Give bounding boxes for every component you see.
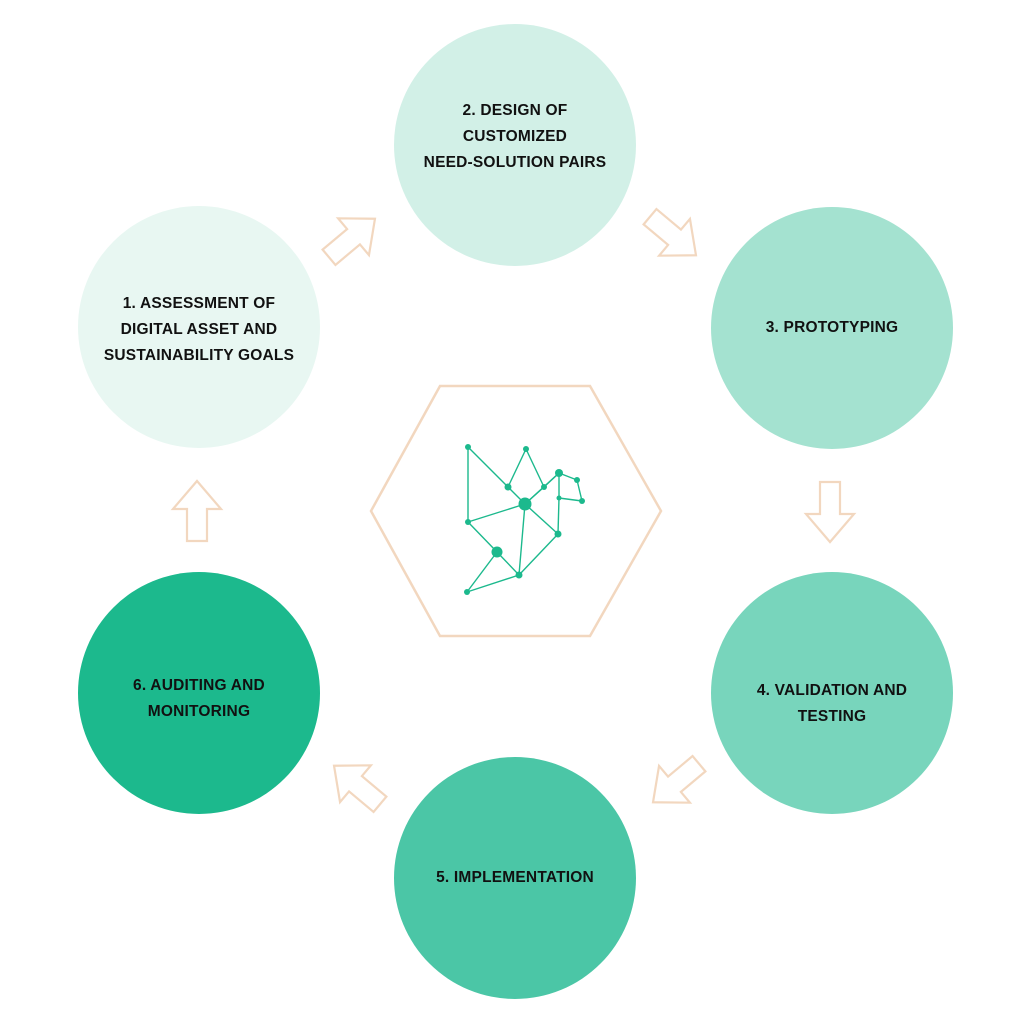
stage-5-label-line: 5. IMPLEMENTATION — [436, 869, 594, 886]
arrow-4-to-5-block-arrow-icon — [651, 754, 707, 804]
stage-3-label: 3. PROTOTYPING — [766, 315, 899, 341]
stage-1-label-line: 1. ASSESSMENT OF — [122, 295, 276, 312]
stage-6-label: 6. AUDITING AND MONITORING — [133, 673, 265, 725]
stage-4-circle: 4. VALIDATION AND TESTING — [711, 572, 953, 814]
stage-5-label: 5. IMPLEMENTATION — [436, 865, 594, 891]
stage-1-circle: 1. ASSESSMENT OF DIGITAL ASSET AND SUSTA… — [78, 206, 320, 448]
stage-2-label: 2. DESIGN OF CUSTOMIZED NEED-SOLUTION PA… — [424, 98, 607, 176]
stage-1-label-line: DIGITAL ASSET AND — [120, 321, 278, 338]
stage-2-label-line: CUSTOMIZED — [462, 128, 568, 145]
stage-2-circle: 2. DESIGN OF CUSTOMIZED NEED-SOLUTION PA… — [394, 24, 636, 266]
arrow-1-to-2-block-arrow-icon — [321, 217, 377, 267]
arrow-3-to-4-block-arrow-icon — [803, 480, 857, 544]
stage-2-label-line: 2. DESIGN OF — [462, 102, 568, 119]
stage-6-circle: 6. AUDITING AND MONITORING — [78, 572, 320, 814]
stage-6-label-line: MONITORING — [147, 703, 251, 720]
stage-4-label-line: TESTING — [797, 708, 867, 725]
stage-4-label-line: 4. VALIDATION AND — [756, 682, 908, 699]
stage-6-label-line: 6. AUDITING AND — [133, 677, 265, 694]
stage-5-circle: 5. IMPLEMENTATION — [394, 757, 636, 999]
arrow-2-to-3-block-arrow-icon — [642, 207, 698, 257]
arrow-5-to-6-block-arrow-icon — [332, 764, 388, 814]
network-graph-icon — [464, 444, 585, 595]
stage-3-circle: 3. PROTOTYPING — [711, 207, 953, 449]
stage-1-label-line: SUSTAINABILITY GOALS — [103, 347, 295, 364]
arrow-6-to-1-block-arrow-icon — [170, 479, 224, 543]
stage-2-label-line: NEED-SOLUTION PAIRS — [423, 154, 607, 171]
stage-1-label: 1. ASSESSMENT OF DIGITAL ASSET AND SUSTA… — [104, 291, 294, 369]
center-hexagon — [369, 384, 663, 638]
stage-3-label-line: 3. PROTOTYPING — [765, 319, 899, 336]
stage-4-label: 4. VALIDATION AND TESTING — [757, 678, 907, 730]
